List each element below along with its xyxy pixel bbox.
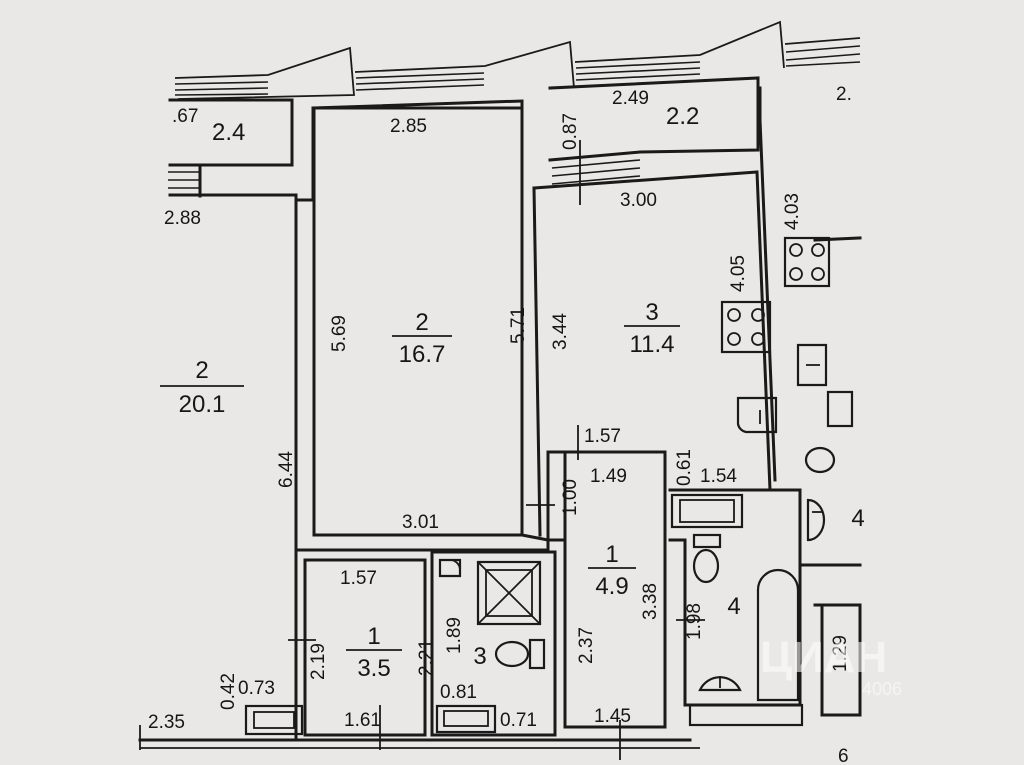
dimension: 5.69 — [329, 315, 350, 352]
toilet-icon — [804, 390, 854, 474]
dimension: 0.71 — [500, 710, 537, 731]
dimension: 0.87 — [560, 113, 581, 150]
dimension-ticks — [139, 140, 705, 760]
dimension: 5.71 — [508, 307, 529, 344]
dimension: 2.37 — [576, 627, 597, 664]
sink-icon — [438, 558, 462, 578]
room-label: 2 16.7 — [392, 309, 452, 368]
dimension: 1.89 — [444, 617, 465, 654]
balcony-railings — [168, 20, 861, 736]
dimension: 2.19 — [308, 643, 329, 680]
dimension: 2.49 — [612, 88, 649, 109]
room-label: 1 4.9 — [588, 541, 636, 600]
dimension: 1.57 — [340, 568, 377, 589]
dimension: 2.88 — [164, 208, 201, 229]
stove-icon — [720, 300, 772, 354]
dimension: 2. — [836, 84, 852, 105]
room-number: 1 — [367, 623, 380, 650]
sink-icon — [806, 498, 826, 542]
dimension: 2.21 — [416, 639, 437, 676]
dimension: .67 — [172, 106, 198, 127]
dimension: 2.4 — [212, 119, 245, 146]
room-area: 4.9 — [595, 573, 628, 600]
toilet-icon — [692, 533, 722, 584]
fixtures — [438, 236, 854, 702]
sink-icon — [698, 676, 742, 692]
room-number: 4 — [727, 593, 740, 620]
washing-machine-icon — [670, 493, 744, 529]
dimension: 1.00 — [560, 479, 581, 516]
dimension: 3.00 — [620, 190, 657, 211]
room-label: 2 20.1 — [160, 357, 244, 418]
dimension: 1.98 — [684, 603, 705, 640]
dimension: 1.54 — [700, 466, 737, 487]
sink-icon — [796, 343, 828, 387]
toilet-icon — [494, 638, 546, 670]
stove-icon — [783, 236, 831, 288]
room-label: 3 11.4 — [624, 299, 680, 358]
dimension: 4.03 — [782, 193, 803, 230]
room-area: 20.1 — [179, 391, 226, 418]
dimension-labels: .67 2.4 2.88 6.44 2.85 5.69 5.71 3.01 0.… — [148, 84, 852, 765]
dimension: 0.81 — [440, 682, 477, 703]
dimension: 0.42 — [218, 673, 239, 710]
walls — [138, 76, 862, 749]
dimension: 3.38 — [640, 583, 661, 620]
room-number: 3 — [645, 299, 658, 326]
bathtub-icon — [756, 568, 800, 702]
dimension: 0.61 — [674, 449, 695, 486]
room-label: 1 3.5 — [346, 623, 402, 682]
edge-mark: 6 — [838, 746, 849, 765]
dimension: 0.73 — [238, 678, 275, 699]
watermark-number: 4006 — [862, 679, 902, 699]
dimension: 1.57 — [584, 426, 621, 447]
room-number: 3 — [473, 643, 486, 670]
room-number: 4 — [851, 505, 864, 532]
sink-icon — [736, 396, 778, 434]
dimension: 6.44 — [276, 451, 297, 488]
room-area: 16.7 — [399, 341, 446, 368]
room-number: 1 — [605, 541, 618, 568]
dimension: 2.2 — [666, 103, 699, 130]
watermark-logo: ЦИАН — [760, 633, 887, 682]
dimension: 1.49 — [590, 466, 627, 487]
dimension: 3.01 — [402, 512, 439, 533]
dimension: 2.85 — [390, 116, 427, 137]
dimension: 1.45 — [594, 706, 631, 727]
dimension: 2.35 — [148, 712, 185, 733]
dimension: 3.44 — [550, 313, 571, 350]
room-labels: 2 20.1 2 16.7 3 11.4 1 4.9 1 3.5 3 4 4 — [160, 299, 865, 682]
shower-icon — [476, 560, 542, 626]
dimension: 4.05 — [728, 255, 749, 292]
dimension: 1.61 — [344, 710, 381, 731]
room-area: 3.5 — [357, 655, 390, 682]
room-number: 2 — [415, 309, 428, 336]
room-area: 11.4 — [630, 331, 675, 358]
room-number: 2 — [195, 357, 208, 384]
dimension: 1.29 — [830, 635, 851, 672]
watermark: ЦИАН 4006 — [760, 633, 902, 699]
